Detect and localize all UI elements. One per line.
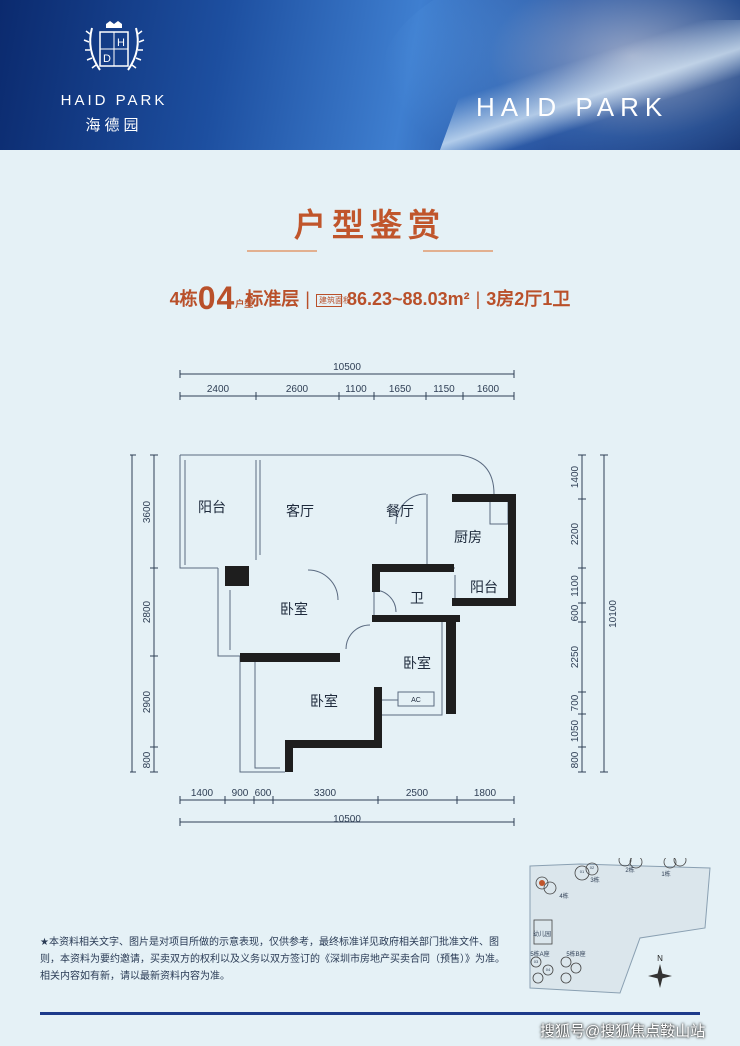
dim-right: 1100 <box>570 575 581 597</box>
area-tag: 建筑面积 <box>315 294 351 307</box>
header-banner: H D HAID PARK 海德园 HAID PARK <box>0 0 740 150</box>
dim-right-total: 10100 <box>608 600 619 628</box>
unit-number: 04 <box>197 280 236 316</box>
divider: | <box>305 289 310 309</box>
dim-top: 1650 <box>389 384 412 395</box>
dim-bottom: 2500 <box>406 788 429 799</box>
title-line-right <box>423 250 493 252</box>
dim-top: 2400 <box>207 384 230 395</box>
dim-right: 700 <box>570 694 581 711</box>
unit-summary: 4栋04户型标准层|建筑面积 86.23~88.03m²|3房2厅1卫 <box>0 280 740 317</box>
room-bedroom: 卧室 <box>403 655 431 671</box>
dim-right: 2200 <box>570 522 581 545</box>
north-arrow-icon: N <box>648 954 672 988</box>
dim-left: 800 <box>142 751 153 768</box>
dim-top-total: 10500 <box>333 362 361 373</box>
dimension-labels: 10500 2400 2600 1100 1650 1150 1600 1400… <box>130 362 619 825</box>
room-dining: 餐厅 <box>386 503 414 519</box>
dim-left-total: 10100 <box>130 600 131 628</box>
dim-bottom: 3300 <box>314 788 337 799</box>
thick-walls <box>225 494 516 772</box>
dim-right: 1400 <box>570 465 581 488</box>
site-label: 幼儿园 <box>533 930 551 938</box>
site-label: 1栋 <box>661 870 670 878</box>
room-labels: 阳台 客厅 餐厅 厨房 卫 阳台 卧室 卧室 卧室 AC <box>198 499 498 709</box>
site-buildings <box>530 858 687 984</box>
dimension-lines <box>130 370 608 826</box>
brand-wordmark-right: HAID PARK <box>476 92 669 122</box>
dim-left: 3600 <box>142 500 153 523</box>
north-label: N <box>657 954 663 963</box>
site-label: 5栋B座 <box>566 950 585 958</box>
crest-letter-h: H <box>117 37 125 49</box>
current-building-marker <box>539 880 545 886</box>
room-living: 客厅 <box>286 503 314 519</box>
room-kitchen: 厨房 <box>454 529 482 545</box>
dim-bottom-total: 10500 <box>333 814 361 825</box>
dim-bottom: 600 <box>255 788 272 799</box>
room-balcony-east: 阳台 <box>470 579 498 595</box>
site-labels: 3栋 2栋 1栋 4栋 幼儿园 5栋A座 5栋B座 01 02 03 04 <box>530 865 670 972</box>
dim-bottom: 1800 <box>474 788 497 799</box>
footer-rule <box>40 1012 700 1015</box>
crest-logo-icon: H D <box>83 21 145 71</box>
divider: | <box>475 289 481 309</box>
ac-label: AC <box>411 697 421 704</box>
room-bedroom: 卧室 <box>280 601 308 617</box>
dim-left: 2800 <box>142 600 153 623</box>
crest-letter-d: D <box>103 53 111 65</box>
unit-mark: 02 <box>590 865 595 870</box>
room-balcony-west: 阳台 <box>198 499 226 515</box>
dim-bottom: 900 <box>232 788 249 799</box>
layout-value: 3房2厅1卫 <box>486 289 571 309</box>
floor-plan: 10500 2400 2600 1100 1650 1150 1600 1400… <box>130 362 619 826</box>
unit-suffix: 户型 <box>235 299 254 309</box>
site-label: 2栋 <box>625 866 634 874</box>
room-bath: 卫 <box>410 590 424 606</box>
dim-top: 2600 <box>286 384 309 395</box>
dim-bottom: 1400 <box>191 788 214 799</box>
brand-wordmark-chinese: 海德园 <box>85 116 143 134</box>
building-label: 4栋 <box>169 289 198 309</box>
unit-mark: 04 <box>546 967 551 972</box>
brand-wordmark-left: HAID PARK <box>60 92 168 109</box>
thin-walls <box>179 454 509 773</box>
disclaimer-text: ★本资料相关文字、图片是对项目所做的示意表现，仅供参考，最终标准详见政府相关部门… <box>40 937 505 982</box>
site-label: 5栋A座 <box>530 950 549 958</box>
dim-right: 1050 <box>570 719 581 742</box>
watermark-text: 搜狐号@搜狐焦点鞍山站 <box>540 1023 706 1040</box>
dim-top: 1150 <box>433 384 455 395</box>
title-line-left <box>247 250 317 252</box>
dim-right: 800 <box>570 751 581 768</box>
dim-right: 2250 <box>570 645 581 668</box>
dim-right: 600 <box>570 604 581 621</box>
floor-type: 标准层 <box>245 289 300 309</box>
dim-left: 2900 <box>142 690 153 713</box>
unit-mark: 01 <box>580 869 585 874</box>
unit-mark: 03 <box>534 959 539 964</box>
room-bedroom: 卧室 <box>310 693 338 709</box>
page-title: 户型鉴赏 <box>293 207 446 243</box>
dim-top: 1100 <box>345 384 367 395</box>
site-plan: 3栋 2栋 1栋 4栋 幼儿园 5栋A座 5栋B座 01 02 03 04 N <box>529 858 711 994</box>
site-label: 4栋 <box>559 892 568 900</box>
site-label: 3栋 <box>590 876 599 884</box>
area-value: 86.23~88.03m² <box>346 289 470 309</box>
dim-top: 1600 <box>477 384 500 395</box>
